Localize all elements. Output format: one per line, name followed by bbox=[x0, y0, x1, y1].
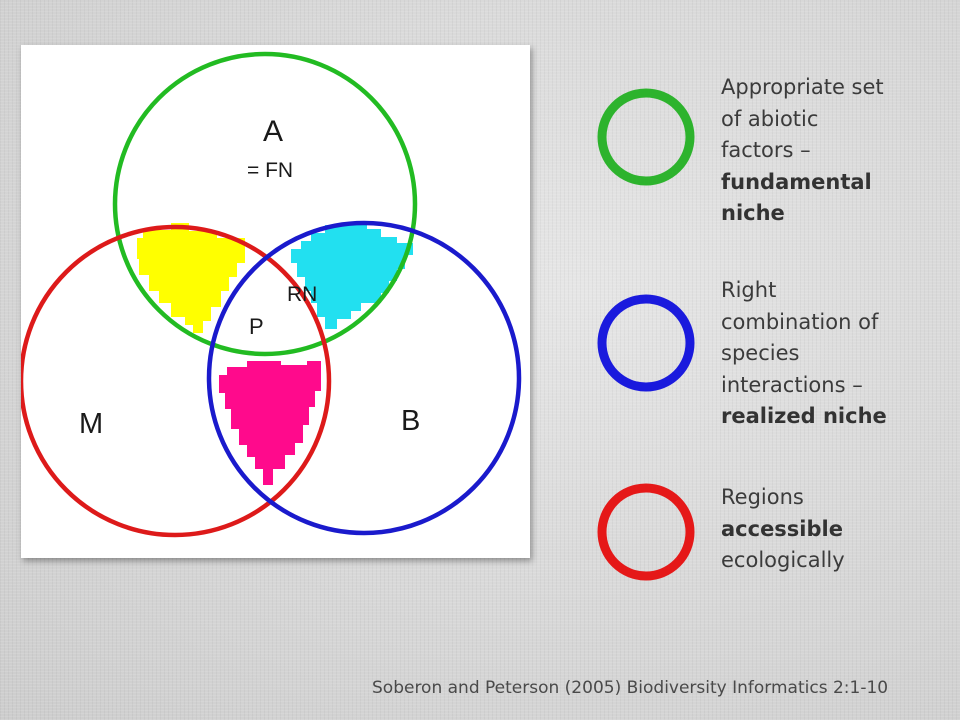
citation-text: Soberon and Peterson (2005) Biodiversity… bbox=[372, 678, 889, 698]
legend-line-bold: accessible bbox=[721, 516, 843, 541]
venn-diagram-panel: A = FN RN P M B bbox=[21, 45, 530, 558]
green-ring-icon bbox=[594, 85, 698, 189]
red-ring-icon bbox=[594, 480, 698, 584]
legend-line: ecologically bbox=[721, 548, 845, 572]
legend-line-bold: niche bbox=[721, 201, 785, 225]
circle-a-green bbox=[112, 51, 418, 357]
legend-line: interactions – bbox=[721, 372, 863, 397]
legend-text-abiotic: Appropriate set of abiotic factors – fun… bbox=[721, 72, 941, 230]
venn-diagram: A = FN RN P M B bbox=[21, 51, 522, 538]
circle-a-label: A bbox=[263, 115, 283, 148]
legend-text-interactions: Right combination of species interaction… bbox=[721, 275, 941, 433]
circle-b-blue bbox=[206, 220, 522, 536]
legend-line: Right bbox=[721, 278, 777, 302]
legend-line: combination of bbox=[721, 309, 879, 334]
region-rn-label: RN bbox=[287, 283, 317, 306]
legend-ring-circle bbox=[597, 483, 695, 581]
legend-ring-circle bbox=[597, 88, 695, 186]
circle-m-label: M bbox=[79, 408, 103, 440]
circle-a-sublabel: = FN bbox=[247, 159, 293, 182]
legend-line: factors – bbox=[721, 138, 811, 162]
legend-ring-circle bbox=[597, 294, 695, 392]
circle-m-red bbox=[21, 224, 332, 538]
legend-text-accessible: Regions accessible ecologically bbox=[721, 482, 941, 577]
legend-line-bold: realized niche bbox=[721, 404, 887, 428]
region-p-label: P bbox=[249, 314, 264, 339]
circle-b-label: B bbox=[401, 405, 420, 437]
yellow-region bbox=[137, 223, 245, 333]
magenta-region bbox=[219, 361, 321, 485]
legend-line: Regions bbox=[721, 485, 804, 509]
blue-ring-icon bbox=[594, 291, 698, 395]
legend-line: of abiotic bbox=[721, 106, 819, 131]
legend-line: species bbox=[721, 341, 800, 365]
legend-line-bold: fundamental bbox=[721, 169, 872, 194]
legend-line: Appropriate set bbox=[721, 75, 884, 99]
cyan-region bbox=[291, 221, 413, 329]
